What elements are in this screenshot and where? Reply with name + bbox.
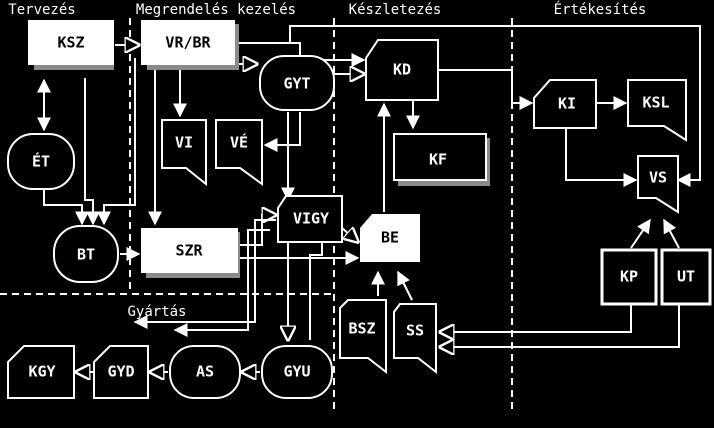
node-label: AS	[196, 363, 214, 381]
node-ksl: KSL	[627, 79, 687, 142]
node-box	[533, 79, 597, 129]
section-title-gyartas: Gyártás	[127, 304, 186, 320]
node-bt: BT	[53, 225, 119, 283]
connector-ut-vs	[663, 218, 680, 249]
node-as: AS	[169, 345, 241, 399]
node-label: KGY	[28, 363, 55, 381]
connector-ksz-bt	[84, 78, 100, 226]
node-et: ÉT	[7, 133, 75, 190]
node-label: VR/BR	[165, 34, 211, 52]
node-box	[660, 248, 712, 306]
connector-ss-be	[397, 270, 413, 301]
node-gyu: GYU	[261, 345, 333, 399]
node-box	[141, 228, 238, 273]
connector-kp-vs	[630, 218, 651, 249]
node-box	[393, 303, 437, 375]
node-vrbr: VR/BR	[141, 20, 239, 70]
section-title-keszletezes: Készletezés	[349, 2, 442, 18]
node-gyt: GYT	[259, 55, 335, 111]
node-label: VI	[175, 134, 193, 152]
connector-ki-vs	[565, 128, 638, 187]
node-label: VIGY	[293, 210, 329, 228]
node-box	[7, 133, 75, 190]
node-vigy: VIGY	[277, 195, 343, 243]
section-title-megrendeles: Megrendelés kezelés	[136, 2, 296, 18]
section-title-ertekesites: Értékesítés	[554, 1, 647, 18]
node-gyd: GYD	[93, 345, 149, 399]
node-box	[169, 345, 241, 399]
node-be: BE	[360, 214, 420, 262]
node-box	[259, 55, 335, 111]
node-box	[277, 195, 343, 243]
node-label: SZR	[175, 242, 203, 260]
node-box	[141, 20, 235, 65]
connector-vigy-be	[341, 228, 358, 242]
node-box	[393, 133, 487, 181]
node-box	[161, 119, 207, 187]
connector-top-vs	[289, 25, 701, 187]
node-label: KF	[429, 151, 447, 169]
section-title-tervezes: Tervezés	[8, 2, 75, 18]
node-label: KSZ	[57, 34, 84, 52]
node-box	[600, 248, 658, 306]
nodes: KSZ VR/BR GYT KD ÉT VI VÉ	[7, 20, 712, 399]
connector-ut-ss	[440, 305, 680, 347]
node-kgy: KGY	[7, 345, 75, 399]
node-kd: KD	[365, 39, 439, 101]
node-label: KD	[393, 61, 411, 79]
node-vi: VI	[161, 119, 207, 187]
connector-vrbr-bt	[97, 58, 136, 226]
connector-gyu-vigy	[309, 228, 329, 340]
connectors	[37, 25, 701, 372]
node-box	[53, 225, 119, 283]
node-label: GYU	[283, 363, 310, 381]
node-box	[261, 345, 333, 399]
connector-vigy-gyartas	[133, 219, 276, 329]
connector-et-bt	[43, 190, 89, 226]
node-ss: SS	[393, 303, 437, 375]
node-label: UT	[677, 268, 695, 286]
node-label: BSZ	[348, 320, 375, 338]
node-label: SS	[406, 322, 424, 340]
node-ve: VÉ	[215, 119, 263, 186]
node-label: BT	[77, 246, 95, 264]
node-label: KP	[620, 268, 638, 286]
connector-vigy-gyartas-2	[173, 229, 270, 337]
node-kf: KF	[393, 133, 490, 186]
node-box	[627, 79, 687, 142]
connector-vrbr-kd	[235, 42, 366, 67]
node-ut: UT	[660, 248, 712, 306]
node-vs: VS	[637, 155, 679, 214]
node-label: VÉ	[230, 133, 248, 152]
node-box	[93, 345, 149, 399]
node-box	[360, 214, 420, 262]
node-label: BE	[381, 229, 399, 247]
connector-kp-ss	[440, 305, 632, 332]
node-kp: KP	[600, 248, 658, 306]
connector-gyt-ve	[263, 112, 301, 152]
node-ki: KI	[533, 79, 597, 129]
node-ksz: KSZ	[28, 20, 114, 70]
connector-kd-ki	[438, 69, 534, 110]
node-box	[637, 155, 679, 214]
node-box	[28, 20, 114, 65]
node-label: ÉT	[32, 152, 50, 171]
section-titles: Tervezés Megrendelés kezelés Készletezés…	[8, 1, 646, 320]
node-label: KI	[558, 95, 576, 113]
node-szr: SZR	[141, 228, 240, 278]
node-label: GYD	[107, 363, 134, 381]
node-box	[7, 345, 75, 399]
node-label: KSL	[642, 94, 669, 112]
node-box	[339, 299, 387, 375]
node-box	[215, 119, 263, 186]
node-label: GYT	[283, 75, 310, 93]
node-label: VS	[649, 169, 667, 187]
node-bsz: BSZ	[339, 299, 387, 375]
node-box	[365, 39, 439, 101]
